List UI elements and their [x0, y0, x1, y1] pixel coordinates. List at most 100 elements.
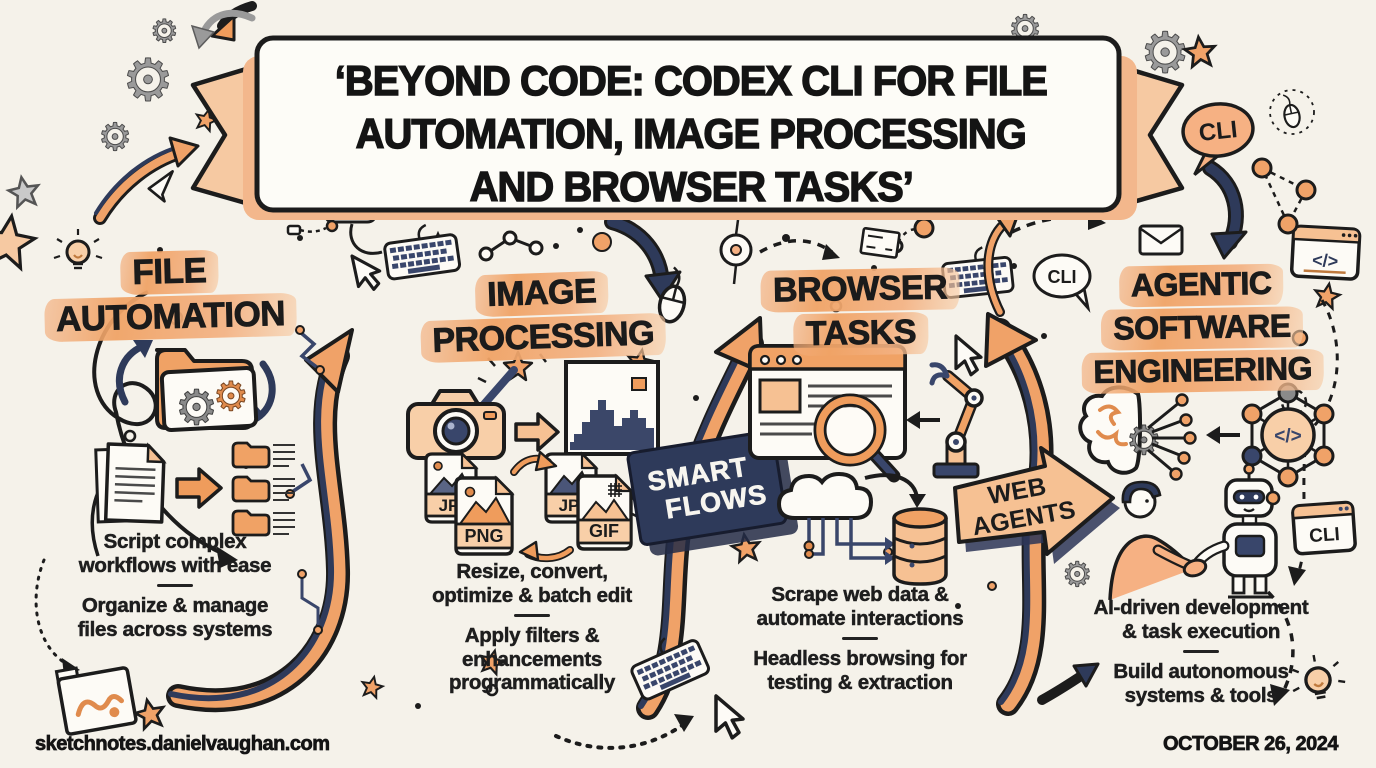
svg-text:⚙: ⚙	[213, 374, 249, 420]
page-title-line: AND BROWSER TASKS’	[469, 162, 915, 210]
dots-orange	[592, 232, 997, 591]
svg-text:JP: JP	[439, 496, 460, 515]
human-figure	[1108, 480, 1202, 601]
cli-window-icon: CLI	[1291, 500, 1357, 556]
node-chain-icon	[478, 230, 544, 262]
file-gif: GIF	[576, 473, 634, 551]
svg-text:CLI: CLI	[1309, 524, 1341, 547]
navy-arrow-bottom-right	[1037, 662, 1100, 705]
svg-text:</>: </>	[1274, 426, 1301, 447]
point-text: Apply filters & enhancements programmati…	[448, 624, 616, 694]
point-divider	[157, 584, 193, 587]
arrow-left-icon	[906, 411, 940, 429]
title-ribbon	[190, 35, 1185, 220]
section-points-browser-tasks: Scrape web data & automate interactions …	[722, 583, 998, 694]
point-text: Script complex workflows with ease	[78, 530, 272, 577]
gear-icon: ⚙	[98, 115, 132, 159]
arrow-left-icon	[1206, 426, 1240, 444]
footer-site: sketchnotes.danielvaughan.com	[35, 733, 331, 756]
plug-icon	[286, 219, 339, 236]
circuit-lines	[807, 518, 887, 560]
swoosh-arrow-1	[166, 328, 354, 713]
dots	[157, 227, 1047, 709]
file-png: PNG	[454, 475, 515, 556]
browser-window-icon	[748, 344, 984, 483]
svg-text:GIF: GIF	[589, 521, 619, 541]
cursor-icon	[350, 249, 385, 294]
small-swoosh-top-left	[93, 136, 200, 225]
arrow-right-icon	[514, 412, 560, 452]
star-icon	[358, 673, 386, 700]
docs-to-folders-icon	[94, 441, 295, 537]
section-points-file-automation: Script complex workflows with ease Organ…	[25, 530, 325, 641]
node-network-icon	[1251, 157, 1317, 235]
gear-icon: ⚙	[150, 12, 179, 50]
cli-bubble-icon: CLI	[1032, 253, 1092, 313]
ribbon-panel	[254, 35, 1122, 213]
cloud-database-icon	[776, 471, 948, 586]
point-text: AI-driven development & task execution	[1093, 596, 1309, 643]
point-divider	[842, 637, 878, 640]
pixel-image	[564, 360, 660, 456]
network-code-icon: </>	[1241, 382, 1335, 488]
navy-arrow-top-right	[1202, 160, 1248, 260]
star-icon	[729, 531, 763, 564]
puzzle-icon	[54, 666, 138, 736]
convert-arrows	[510, 450, 574, 563]
section-points-image-processing: Resize, convert, optimize & batch edit A…	[398, 560, 666, 695]
folder-list	[231, 441, 295, 537]
dashed-arrow	[554, 714, 694, 750]
point-divider	[514, 614, 550, 617]
point-text: Build autonomous systems & tools	[1113, 660, 1289, 707]
handshake-hands	[1182, 558, 1208, 578]
cloud	[776, 471, 874, 520]
section-title-agentic-software-engineering: AGENTIC SOFTWARE ENGINEERING	[1071, 262, 1333, 396]
svg-text:CLI: CLI	[1198, 116, 1239, 147]
page-title-line: ‘BEYOND CODE: CODEX CLI FOR FILE	[334, 56, 1048, 104]
cli-bubble-icon: CLI	[1181, 102, 1255, 176]
page-title-line: AUTOMATION, IMAGE PROCESSING	[355, 109, 1027, 157]
dashed-arc-bottom-right	[1266, 590, 1295, 706]
point-text: Scrape web data & automate interactions	[756, 583, 964, 630]
svg-text:⚙: ⚙	[175, 380, 218, 436]
web-agents-ribbon: WEB AGENTS	[953, 446, 1120, 564]
point-divider	[1183, 650, 1219, 653]
gear-icon: ⚙	[1062, 555, 1092, 595]
gray-curved-arrow	[190, 9, 256, 50]
point-text: Resize, convert, optimize & batch edit	[432, 560, 633, 607]
format-files-icon: JP PNG JP GIF	[424, 450, 634, 563]
footer-date: OCTOBER 26, 2024	[1162, 733, 1339, 756]
card-icon	[859, 226, 901, 259]
section-title-file-automation: FILE AUTOMATION	[34, 246, 306, 343]
svg-text:</>: </>	[1312, 250, 1339, 271]
point-text: Organize & manage files across systems	[77, 594, 273, 641]
envelope-icon	[1138, 224, 1184, 256]
svg-text:JP: JP	[559, 496, 580, 515]
database-icon	[892, 507, 948, 586]
section-title-browser-tasks: BROWSER TASKS	[747, 266, 974, 358]
svg-text:⚙: ⚙	[1126, 418, 1162, 464]
robot-figure	[1188, 463, 1281, 599]
robot-arm-icon	[929, 362, 984, 479]
grid-glyph	[608, 483, 622, 497]
magnifier-icon	[813, 393, 901, 483]
section-points-agentic: AI-driven development & task execution B…	[1058, 596, 1344, 707]
pin-icon	[719, 219, 753, 285]
brain-gear-icon: ⚙	[1078, 385, 1197, 481]
section-title-image-processing: IMAGE PROCESSING	[414, 268, 672, 365]
svg-text:PNG: PNG	[464, 526, 503, 546]
brain-network-icon: ⚙ </>	[1078, 382, 1335, 488]
dashed-arrow	[759, 239, 840, 260]
star-icon	[5, 173, 43, 210]
gear-icon: ⚙	[122, 46, 174, 114]
top-arrow	[864, 473, 926, 508]
camera	[406, 389, 506, 460]
cursor-icon	[714, 694, 745, 740]
folder-gears-icon: ⚙ ⚙	[115, 340, 276, 437]
svg-text:CLI: CLI	[1048, 267, 1077, 287]
mouse-icon	[1278, 91, 1303, 130]
page-title: ‘BEYOND CODE: CODEX CLI FOR FILE AUTOMAT…	[255, 54, 1127, 213]
paper-plane-icon	[144, 170, 182, 207]
point-text: Headless browsing for testing & extracti…	[753, 647, 967, 694]
